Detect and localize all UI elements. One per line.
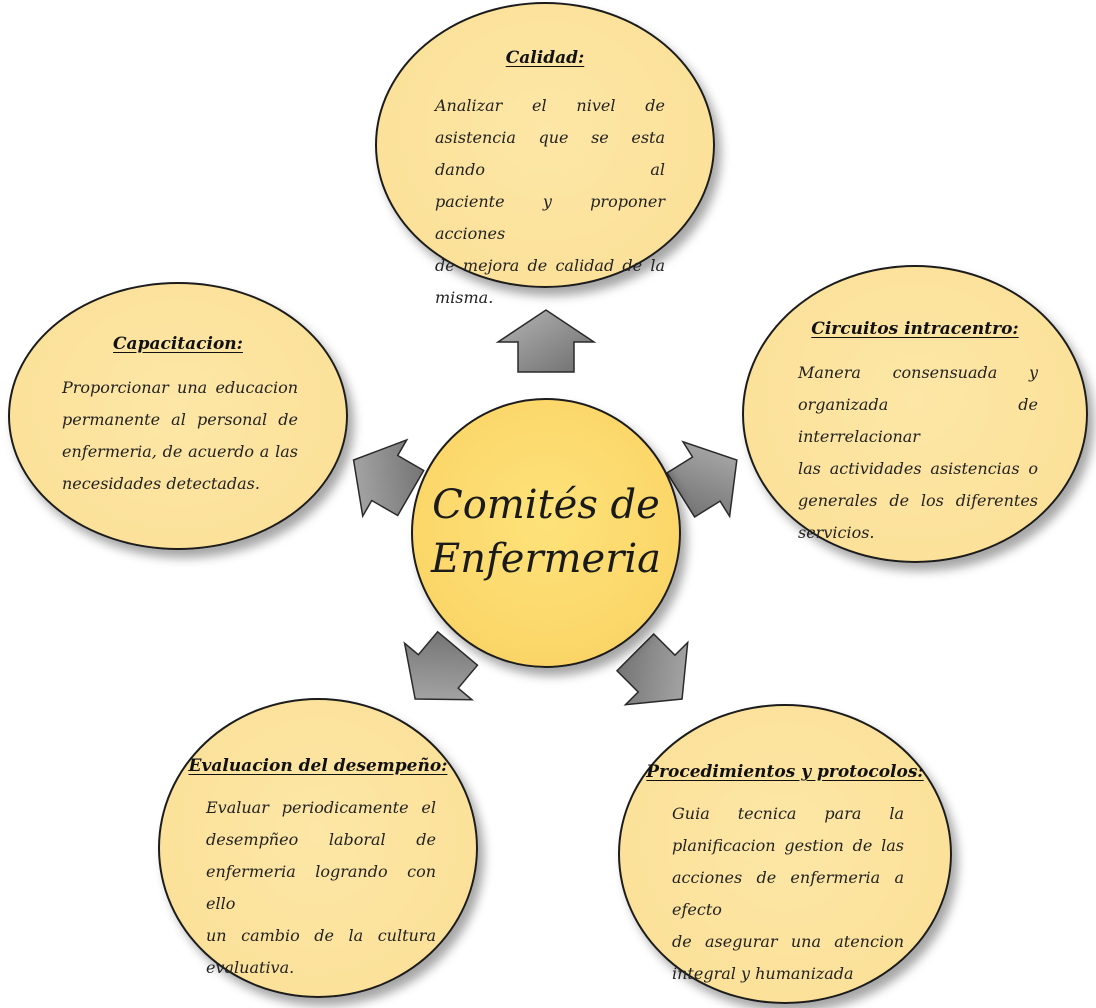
text-line: Analizar el nivel de [435,96,665,115]
text-line: asistencia que se esta dando al [435,128,665,179]
text-line: Manera consensuada y [798,363,1038,382]
arrow-to-calidad-icon [495,309,597,373]
text-line: un cambio de la cultura [206,926,436,945]
text-line: permanente al personal de [62,410,298,429]
node-evaluacion-text: Evaluar periodicamente el desempñeo labo… [206,792,436,984]
text-line: Evaluar periodicamente el [206,798,436,817]
text-line: de mejora de calidad de la [435,256,665,275]
text-line: enfermeria logrando con ello [206,862,436,913]
text-line: enfermeria, de acuerdo a las [62,442,298,461]
node-circuitos-title: Circuitos intracentro: [811,319,1019,339]
node-capacitacion-text: Proporcionar una educacion permanente al… [62,372,298,500]
node-calidad: Calidad: Analizar el nivel de asistencia… [375,2,715,307]
text-line: de asegurar una atencion [672,932,904,951]
node-circuitos-text: Manera consensuada y organizada de inter… [798,357,1038,549]
node-capacitacion-title: Capacitacion: [113,334,243,354]
arrow-to-procedimientos-icon [615,632,689,706]
center-title-line: Comités de [432,482,660,528]
text-line: misma. [435,288,494,307]
node-procedimientos-title: Procedimientos y protocolos: [646,762,924,782]
text-line: Guia tecnica para la [672,804,904,823]
text-line: las actividades asistencias o [798,459,1038,478]
arrow-to-evaluacion-icon [403,630,479,701]
node-procedimientos: Procedimientos y protocolos: Guia tecnic… [618,704,952,1004]
text-line: paciente y proponer acciones [435,192,665,243]
arrow-to-capacitacion-icon [352,438,425,519]
node-circuitos: Circuitos intracentro: Manera consensuad… [742,265,1088,563]
arrow-to-circuitos-icon [666,440,738,519]
text-line: acciones de enfermeria a efecto [672,868,904,919]
center-title: Comités de Enfermeria [413,478,679,586]
node-evaluacion: Evaluacion del desempeño: Evaluar period… [158,698,478,998]
text-line: desempñeo laboral de [206,830,436,849]
text-line: organizada de interrelacionar [798,395,1038,446]
text-line: necesidades detectadas. [62,474,260,493]
text-line: planificacion gestion de las [672,836,904,855]
text-line: Proporcionar una educacion [62,378,298,397]
center-node: Comités de Enfermeria [411,398,681,668]
text-line: servicios. [798,523,875,542]
node-evaluacion-title: Evaluacion del desempeño: [188,756,448,776]
text-line: integral y humanizada [672,964,854,983]
node-procedimientos-text: Guia tecnica para la planificacion gesti… [672,798,904,990]
text-line: evaluativa. [206,958,295,977]
text-line: generales de los diferentes [798,491,1038,510]
node-capacitacion: Capacitacion: Proporcionar una educacion… [8,282,348,550]
node-calidad-title: Calidad: [505,48,585,68]
node-calidad-text: Analizar el nivel de asistencia que se e… [435,90,665,314]
center-title-line: Enfermeria [431,536,661,582]
